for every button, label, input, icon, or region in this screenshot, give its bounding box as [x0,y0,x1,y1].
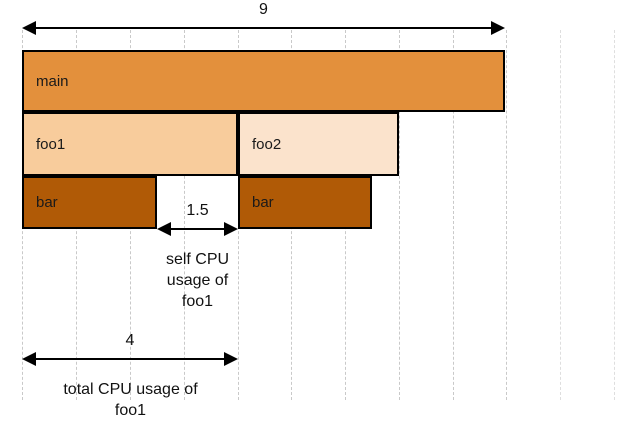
frame-main[interactable]: main [22,50,505,112]
arrowhead-right-icon [224,222,238,236]
frame-label-foo1: foo1 [36,135,66,153]
gridline-10 [560,30,561,400]
arrow-shaft [165,228,230,230]
caption-self-cpu-line-1: self CPU [165,251,230,268]
frame-foo1[interactable]: foo1 [22,112,238,176]
arrowhead-left-icon [22,21,36,35]
measure-value-self-cpu: 1.5 [186,202,209,219]
frame-bar-right[interactable]: bar [238,176,372,229]
measure-value-total: 9 [259,1,268,18]
caption-total-cpu: total CPU usage of foo1 [20,380,241,422]
caption-self-cpu-line-3: foo1 [181,292,214,310]
measure-value-total-cpu: 4 [125,332,135,349]
frame-label-bar-left: bar [36,194,58,211]
caption-self-cpu: self CPU usage of foo1 [137,250,258,312]
caption-total-cpu-line-1: total CPU usage of [63,381,198,398]
frame-label-foo2: foo2 [252,135,282,153]
arrow-shaft [30,27,497,29]
arrowhead-left-icon [157,222,171,236]
frame-bar-left[interactable]: bar [22,176,157,229]
frame-label-main: main [36,72,69,90]
gridline-11 [614,30,615,400]
arrowhead-right-icon [491,21,505,35]
caption-self-cpu-line-2: usage of [166,271,229,289]
gridline-9 [506,30,507,400]
frame-foo2[interactable]: foo2 [238,112,399,176]
frame-label-bar-right: bar [252,194,274,211]
arrow-shaft [30,358,230,360]
arrowhead-right-icon [224,352,238,366]
caption-total-cpu-line-2: foo1 [114,401,147,419]
arrowhead-left-icon [22,352,36,366]
